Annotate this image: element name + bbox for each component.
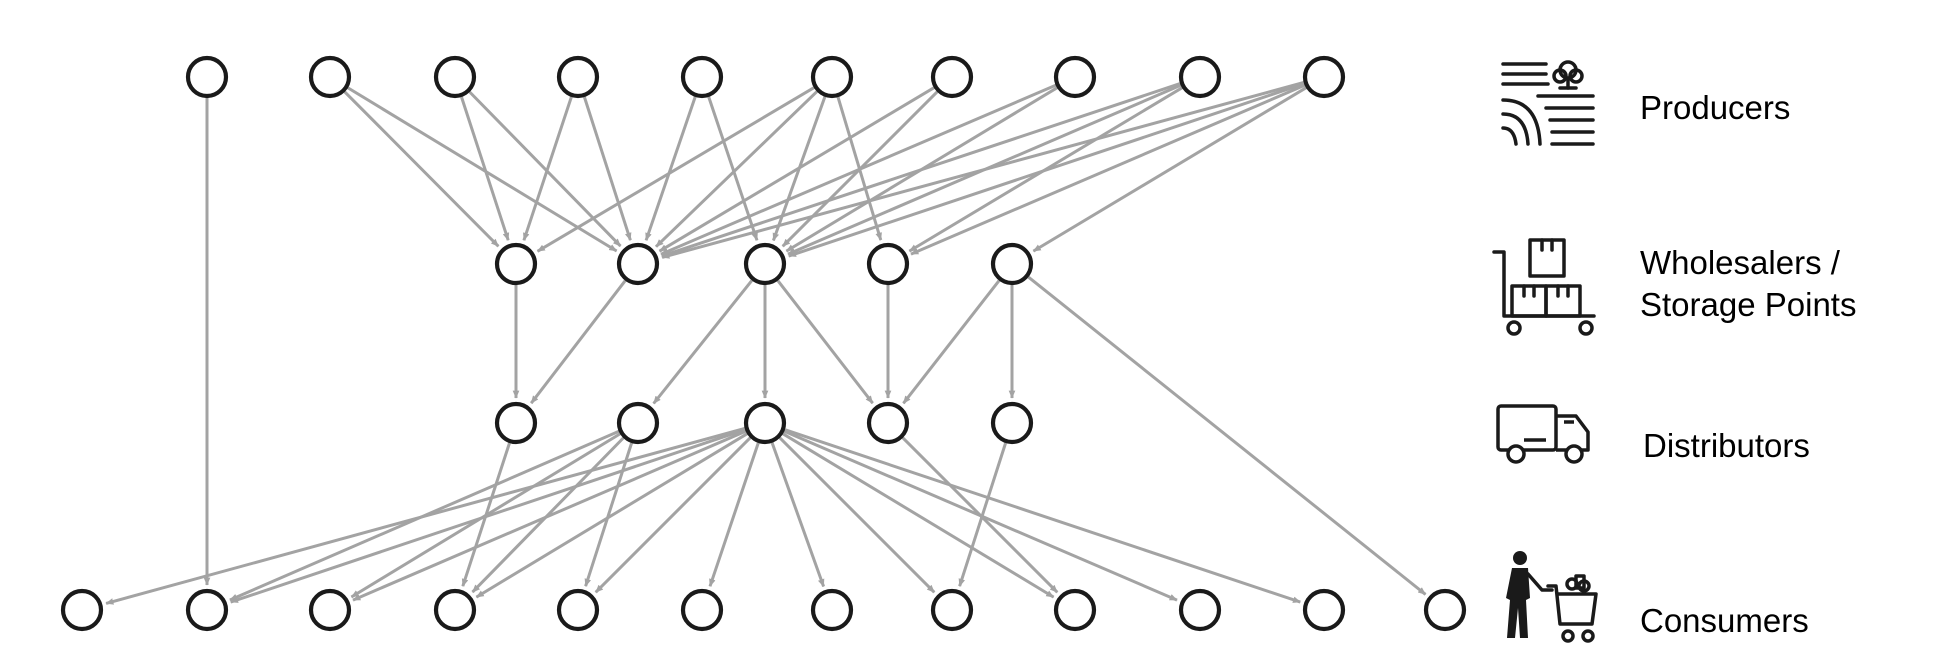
edge-wholesaler-to-distributor: [652, 279, 754, 405]
edge-wholesaler-to-distributor: [902, 279, 1001, 405]
edge-producer-to-wholesaler: [661, 81, 1305, 259]
producer-node: [1178, 55, 1222, 99]
consumer-node: [308, 588, 352, 632]
edge-producer-to-wholesaler: [343, 90, 500, 248]
edges-layer: [105, 81, 1427, 605]
distributor-node: [743, 401, 787, 445]
distributor-node: [494, 401, 538, 445]
wholesaler-node: [866, 242, 910, 286]
edge-producer-to-wholesaler: [644, 96, 697, 241]
edge-producer-to-wholesaler: [460, 96, 510, 241]
distributor-node: [866, 401, 910, 445]
edge-wholesaler-to-distributor: [530, 279, 627, 405]
legend-label-producers: Producers: [1640, 89, 1791, 126]
consumer-node: [1302, 588, 1346, 632]
edge-wholesaler-to-distributor: [1027, 275, 1427, 596]
legend-label-wholesalers-line2: Storage Points: [1640, 286, 1857, 323]
edge-producer-to-wholesaler: [661, 82, 1181, 258]
edge-producer-to-wholesaler: [788, 82, 1305, 258]
edge-producer-to-wholesaler: [910, 83, 1306, 256]
edge-producer-to-wholesaler: [1032, 86, 1307, 253]
edge-distributor-to-consumer: [105, 427, 746, 605]
consumer-node: [1178, 588, 1222, 632]
legend-label-wholesalers-line1: Wholesalers /: [1640, 244, 1840, 281]
distributor-node: [616, 401, 660, 445]
producer-node: [680, 55, 724, 99]
edge-producer-to-wholesaler: [468, 90, 622, 248]
legend-label-distributors: Distributors: [1643, 427, 1810, 464]
edge-distributor-to-consumer: [901, 436, 1059, 594]
edge-producer-to-wholesaler: [582, 96, 632, 241]
producer-node: [433, 55, 477, 99]
edge-distributor-to-consumer: [708, 442, 760, 587]
consumer-node: [185, 588, 229, 632]
edge-distributor-to-consumer: [958, 442, 1008, 587]
edge-producer-to-wholesaler: [658, 86, 935, 253]
producer-node: [556, 55, 600, 99]
warehouse-cart-icon: [1490, 232, 1600, 342]
distributor-node: [990, 401, 1034, 445]
shopper-cart-icon: [1498, 548, 1608, 648]
edge-distributor-to-consumer: [778, 436, 936, 594]
edge-distributor-to-consumer: [782, 432, 1055, 599]
consumer-node: [680, 588, 724, 632]
consumer-node: [810, 588, 854, 632]
delivery-truck-icon: [1494, 400, 1594, 470]
wholesaler-node: [494, 242, 538, 286]
consumer-node: [433, 588, 477, 632]
legend-label-consumers: Consumers: [1640, 602, 1809, 639]
edge-distributor-to-consumer: [230, 428, 746, 604]
edge-distributor-to-consumer: [770, 442, 826, 588]
producer-node: [930, 55, 974, 99]
edge-producer-to-wholesaler: [347, 86, 618, 253]
edge-distributor-to-consumer: [584, 442, 634, 587]
edge-distributor-to-consumer: [594, 436, 752, 594]
edge-distributor-to-consumer: [352, 429, 747, 602]
farm-field-icon: [1498, 52, 1598, 152]
consumer-node: [1423, 588, 1467, 632]
producer-node: [810, 55, 854, 99]
producer-node: [1302, 55, 1346, 99]
edge-producer-to-wholesaler: [536, 86, 815, 253]
edge-wholesaler-to-distributor: [776, 279, 874, 405]
edge-distributor-to-consumer: [475, 432, 748, 599]
producer-node: [308, 55, 352, 99]
nodes-layer: [60, 55, 1467, 632]
consumer-node: [930, 588, 974, 632]
consumer-node: [556, 588, 600, 632]
consumer-node: [1053, 588, 1097, 632]
edge-producer-to-wholesaler: [660, 83, 1057, 256]
legend-label-wholesalers: Wholesalers / Storage Points: [1640, 242, 1856, 326]
producer-node: [185, 55, 229, 99]
edge-distributor-to-consumer: [784, 428, 1301, 604]
wholesaler-node: [743, 242, 787, 286]
edge-producer-to-wholesaler: [522, 96, 573, 241]
wholesaler-node: [990, 242, 1034, 286]
edge-producer-to-wholesaler: [654, 90, 818, 248]
wholesaler-node: [616, 242, 660, 286]
producer-node: [1053, 55, 1097, 99]
consumer-node: [60, 588, 104, 632]
